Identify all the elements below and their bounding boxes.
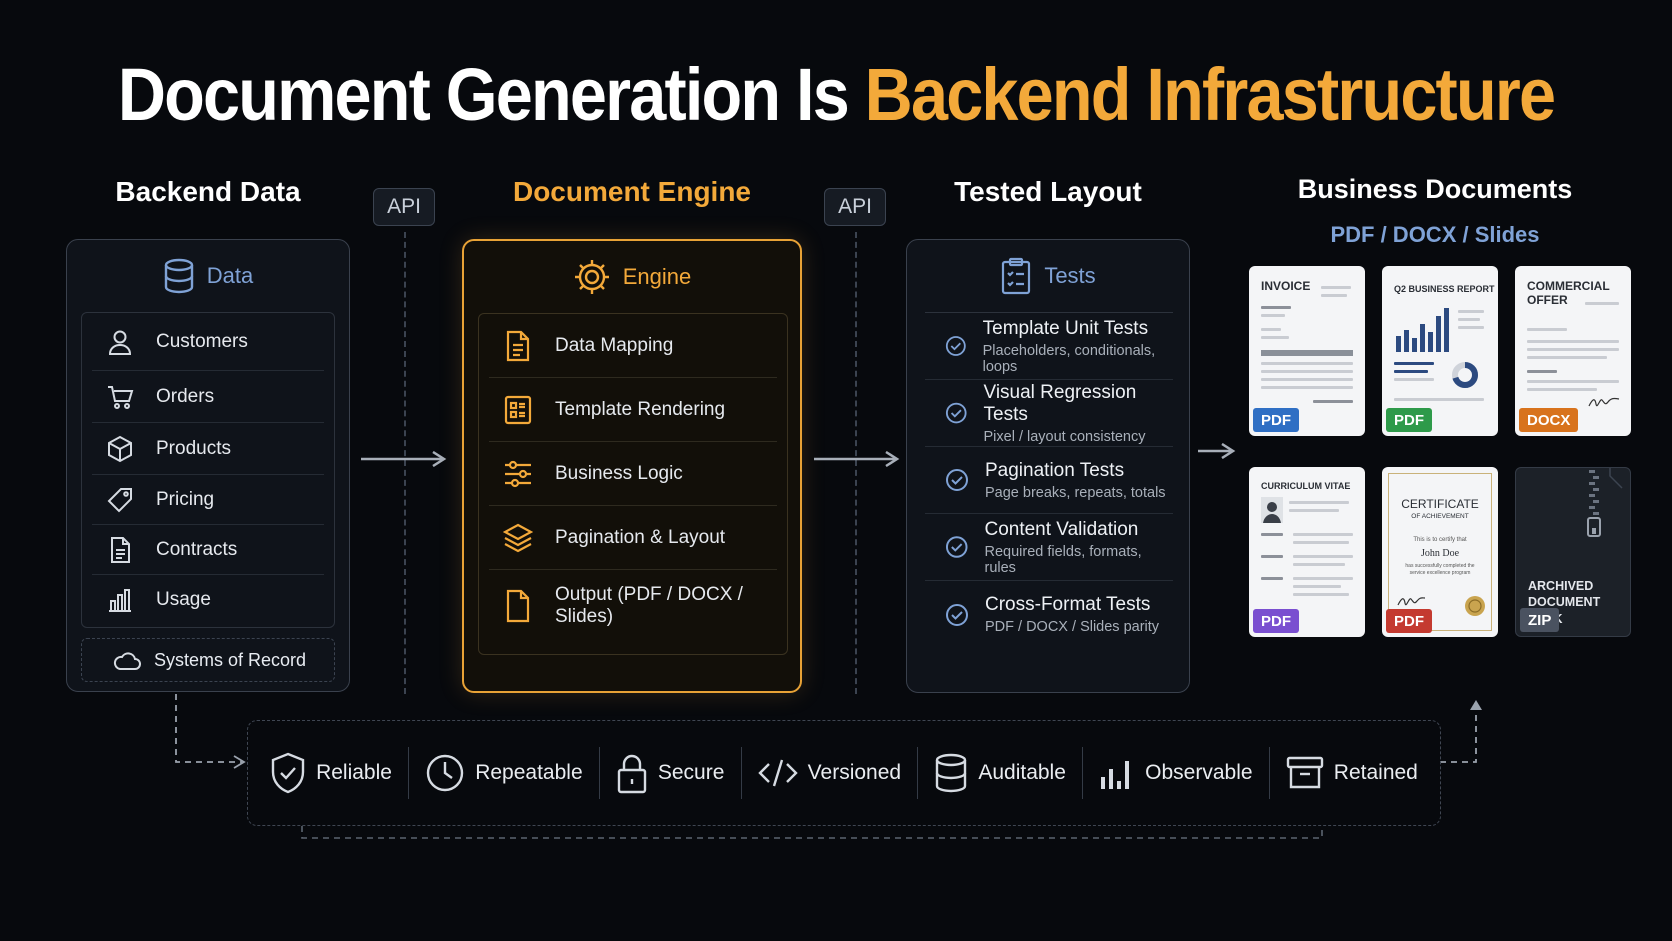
document-engine-panel: Engine Data Mapping Template Rendering B… — [462, 239, 802, 693]
prop-secure: Secure — [616, 752, 725, 794]
clock-icon — [425, 753, 465, 793]
archive-box-icon — [1286, 755, 1324, 791]
tests-panel-header: Tests — [907, 240, 1189, 312]
doc-curriculum-vitae: CURRICULUM VITAE PDF — [1249, 467, 1365, 637]
flow-arrow-3 — [1198, 443, 1236, 459]
flow-arrow-1 — [361, 451, 447, 467]
engine-item-template-rendering: Template Rendering — [489, 378, 777, 442]
prop-auditable: Auditable — [934, 753, 1066, 793]
engine-item-pagination-layout: Pagination & Layout — [489, 506, 777, 570]
cloud-icon — [112, 649, 142, 671]
page-title: Document Generation Is Backend Infrastru… — [84, 52, 1589, 137]
prop-retained: Retained — [1286, 755, 1418, 791]
sliders-icon — [503, 458, 533, 490]
badge-pdf: PDF — [1253, 609, 1299, 633]
lock-icon — [616, 752, 648, 794]
gear-icon — [573, 258, 611, 296]
engine-panel-title: Engine — [623, 264, 692, 290]
business-subheading: PDF / DOCX / Slides — [1240, 222, 1630, 248]
engine-item-business-logic: Business Logic — [489, 442, 777, 506]
badge-pdf: PDF — [1386, 609, 1432, 633]
file-icon — [503, 589, 533, 623]
tests-panel-title: Tests — [1044, 263, 1095, 289]
check-circle-icon — [945, 334, 967, 358]
api-pill-2: API — [824, 188, 886, 226]
engine-panel-header: Engine — [464, 241, 800, 313]
prop-reliable: Reliable — [270, 752, 392, 794]
box-icon — [106, 435, 134, 463]
cart-icon — [106, 383, 134, 411]
code-icon — [758, 758, 798, 788]
bar-chart-icon — [1099, 755, 1135, 791]
check-circle-icon — [945, 468, 969, 492]
signature-icon — [1587, 394, 1621, 410]
doc-archived-pack: ARCHIVED DOCUMENT PACK ZIP — [1515, 467, 1631, 637]
doc-commercial-offer: COMMERCIAL OFFER DOCX — [1515, 266, 1631, 436]
data-panel-header: Data — [67, 240, 349, 312]
title-highlight: Backend Infrastructure — [865, 53, 1555, 136]
report-donut-chart — [1450, 360, 1480, 390]
systems-of-record: Systems of Record — [81, 638, 335, 682]
doc-business-report: Q2 BUSINESS REPORT PDF — [1382, 266, 1498, 436]
data-item-customers: Customers — [92, 313, 324, 371]
engine-item-data-mapping: Data Mapping — [489, 314, 777, 378]
seal-icon — [1464, 595, 1486, 617]
doc-invoice: INVOICE PDF — [1249, 266, 1365, 436]
database-icon — [934, 753, 968, 793]
report-bar-chart — [1394, 306, 1454, 352]
avatar-icon — [1261, 497, 1283, 523]
check-circle-icon — [945, 603, 969, 627]
data-item-orders: Orders — [92, 371, 324, 423]
engine-heading: Document Engine — [462, 176, 802, 208]
user-icon — [106, 328, 134, 356]
title-part1: Document Generation Is — [118, 53, 865, 136]
prop-observable: Observable — [1099, 755, 1252, 791]
data-panel-title: Data — [207, 263, 253, 289]
badge-zip: ZIP — [1520, 608, 1559, 632]
template-icon — [503, 394, 533, 426]
layers-icon — [503, 522, 533, 554]
business-heading: Business Documents — [1240, 174, 1630, 205]
data-item-usage: Usage — [92, 575, 324, 625]
shield-check-icon — [270, 752, 306, 794]
properties-bar: Reliable Repeatable Secure Versioned Aud… — [247, 720, 1441, 826]
tests-heading: Tested Layout — [906, 176, 1190, 208]
badge-docx: DOCX — [1519, 408, 1578, 432]
flow-arrow-2 — [814, 451, 900, 467]
badge-pdf: PDF — [1253, 408, 1299, 432]
document-icon — [106, 536, 134, 564]
backend-data-panel: Data Customers Orders Products Pricing C… — [66, 239, 350, 692]
data-item-contracts: Contracts — [92, 525, 324, 575]
document-lines-icon — [503, 330, 533, 362]
signature-icon — [1396, 593, 1426, 609]
data-item-pricing: Pricing — [92, 475, 324, 525]
prop-versioned: Versioned — [758, 758, 901, 788]
price-tag-icon — [106, 486, 134, 514]
bar-chart-icon — [106, 586, 134, 614]
zipper-icon — [1584, 467, 1624, 550]
data-list: Customers Orders Products Pricing Contra… — [81, 312, 335, 628]
api-pill-1: API — [373, 188, 435, 226]
doc-certificate: CERTIFICATE OF ACHIEVEMENT This is to ce… — [1382, 467, 1498, 637]
data-item-products: Products — [92, 423, 324, 475]
check-circle-icon — [945, 535, 968, 559]
clipboard-icon — [1000, 257, 1032, 295]
check-circle-icon — [945, 401, 968, 425]
database-icon — [163, 258, 195, 294]
prop-repeatable: Repeatable — [425, 753, 582, 793]
engine-list: Data Mapping Template Rendering Business… — [478, 313, 788, 655]
backend-heading: Backend Data — [66, 176, 350, 208]
engine-item-output: Output (PDF / DOCX / Slides) — [489, 570, 777, 642]
badge-pdf: PDF — [1386, 408, 1432, 432]
